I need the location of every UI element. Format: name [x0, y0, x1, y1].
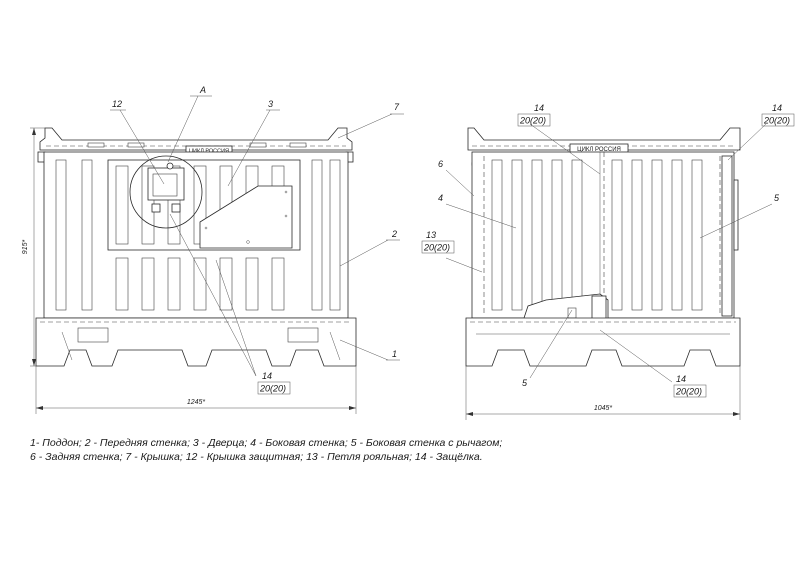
side-brand-text: ЦИКЛ РОССИЯ [577, 147, 621, 153]
side-pallet [465, 317, 741, 367]
ref-13: 20(20) [423, 243, 450, 253]
side-lid [467, 127, 741, 151]
height-dimension: 915* [22, 127, 46, 367]
label-14-front: 14 [262, 371, 272, 381]
label-6: 6 [438, 159, 443, 169]
front-width-dim-text: 1245* [187, 399, 206, 406]
label-1: 1 [392, 349, 397, 359]
label-14-side-a: 14 [534, 103, 544, 113]
side-width-dimension: 1045* [465, 366, 741, 420]
parts-legend: 1- Поддон; 2 - Передняя стенка; 3 - Двер… [30, 436, 770, 464]
front-lid [39, 127, 353, 151]
front-wall-ribs [55, 159, 341, 311]
label-4: 4 [438, 193, 443, 203]
front-view: ЦИКЛ РОССИЯ [22, 85, 404, 414]
legend-line-2: 6 - Задняя стенка; 7 - Крышка; 12 - Крыш… [30, 451, 483, 463]
label-14-side-c: 14 [676, 374, 686, 384]
label-3: 3 [268, 99, 273, 109]
front-brand-text: ЦИКЛ РОССИЯ [189, 149, 229, 155]
front-pallet [35, 317, 357, 367]
ref-14-side-b: 20(20) [763, 116, 790, 126]
side-width-dim-text: 1045* [594, 405, 613, 412]
side-view: ЦИКЛ РОССИЯ [421, 103, 795, 420]
ref-14-front: 20(20) [259, 384, 286, 394]
ref-14-side-c: 20(20) [675, 387, 702, 397]
front-width-dimension: 1245* [35, 366, 357, 414]
label-5-side-a: 5 [774, 193, 780, 203]
label-14-side-b: 14 [772, 103, 782, 113]
label-7: 7 [394, 102, 400, 112]
label-5-side-b: 5 [522, 378, 528, 388]
front-inspection-plate [199, 185, 293, 249]
label-2: 2 [391, 229, 397, 239]
height-dim-text: 915* [22, 240, 29, 255]
legend-line-1: 1- Поддон; 2 - Передняя стенка; 3 - Двер… [30, 437, 503, 449]
callout-a: A [199, 85, 206, 95]
detail-circle-a [129, 155, 203, 229]
label-13: 13 [426, 230, 436, 240]
ref-14-side-a: 20(20) [519, 116, 546, 126]
label-12: 12 [112, 99, 122, 109]
